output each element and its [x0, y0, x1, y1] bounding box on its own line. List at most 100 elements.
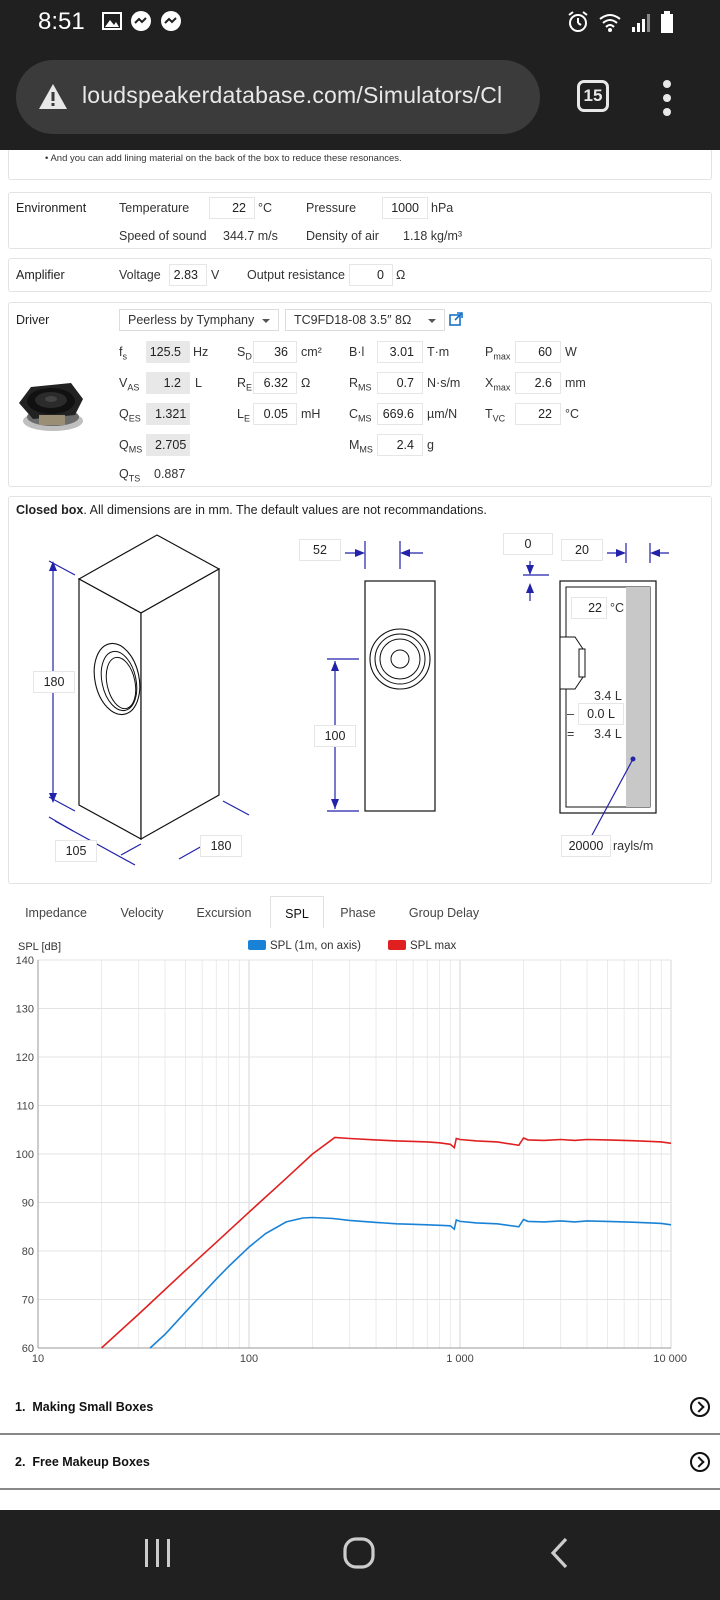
accordion-title-2: 2. Free Makeup Boxes — [15, 1455, 150, 1469]
wifi-icon — [599, 14, 621, 32]
y-tick-label: 80 — [22, 1246, 34, 1258]
temperature-unit: °C — [258, 201, 273, 215]
home-icon[interactable] — [342, 1536, 376, 1570]
note-text: And you can add lining material on the b… — [50, 153, 402, 164]
voltage-input[interactable]: 2.83 — [169, 264, 207, 286]
back-icon[interactable] — [548, 1536, 572, 1570]
tvc-unit: °C — [565, 407, 580, 421]
accordion-item-2[interactable]: 2. Free Makeup Boxes — [0, 1437, 720, 1490]
pressure-input[interactable]: 1000 — [382, 197, 428, 219]
depth-input[interactable]: 180 — [200, 835, 242, 857]
external-link-icon[interactable] — [449, 312, 463, 326]
flow-resistivity-unit: rayls/m — [613, 839, 654, 853]
model-select-value: TC9FD18-08 3.5″ 8Ω — [294, 313, 412, 327]
le-label: LE — [237, 407, 250, 424]
tab-excursion[interactable]: Excursion — [196, 906, 252, 920]
driver-card: Driver Peerless by Tymphany TC9FD18-08 3… — [8, 302, 712, 487]
url-text: loudspeakerdatabase.com/Simulators/Cl — [82, 82, 503, 108]
volume-equals-sign: = — [567, 727, 575, 741]
brand-select[interactable]: Peerless by Tymphany — [119, 309, 279, 331]
bl-unit: T·m — [427, 345, 450, 359]
environment-heading: Environment — [16, 201, 87, 215]
status-bar: 8:51 — [0, 0, 720, 44]
browser-toolbar: loudspeakerdatabase.com/Simulators/Cl 15 — [0, 44, 720, 150]
rms-unit: N·s/m — [427, 376, 461, 390]
pressure-label: Pressure — [306, 201, 357, 215]
tab-impedance[interactable]: Impedance — [25, 906, 87, 920]
driver-heading: Driver — [16, 313, 50, 327]
recent-apps-icon[interactable] — [142, 1536, 174, 1570]
warning-icon — [39, 84, 67, 109]
tab-velocity[interactable]: Velocity — [120, 906, 164, 920]
bl-label: B·l — [349, 345, 365, 359]
bl-input[interactable]: 3.01 — [377, 341, 423, 363]
environment-card: Environment Temperature 22 °C Pressure 1… — [8, 192, 712, 249]
cms-input[interactable]: 669.6 — [377, 403, 423, 425]
output-resistance-input[interactable]: 0 — [349, 264, 393, 286]
vas-value: 1.2 — [146, 372, 190, 394]
re-label: RE — [237, 376, 253, 393]
accordion-title-1: 1. Making Small Boxes — [15, 1400, 154, 1414]
y-tick-label: 110 — [16, 1101, 34, 1113]
messenger-icon-2 — [161, 11, 181, 31]
vas-unit: L — [195, 376, 202, 390]
brand-select-value: Peerless by Tymphany — [128, 313, 255, 327]
accordion-item-1[interactable]: 1. Making Small Boxes — [0, 1382, 720, 1435]
vas-label: VAS — [119, 376, 140, 393]
y-tick-label: 100 — [16, 1149, 34, 1161]
android-nav-bar — [0, 1510, 720, 1600]
re-input[interactable]: 6.32 — [253, 372, 297, 394]
legend-label-2: SPL max — [410, 940, 456, 952]
page-content: • And you can add lining material on the… — [0, 150, 720, 1510]
legend-swatch-2 — [388, 940, 406, 950]
qts-value: 0.887 — [154, 467, 186, 481]
x-tick-label: 10 — [32, 1353, 44, 1365]
pmax-input[interactable]: 60 — [515, 341, 561, 363]
front-offset-input[interactable]: 52 — [299, 539, 341, 561]
y-tick-label: 120 — [16, 1052, 34, 1064]
browser-menu-button[interactable] — [662, 80, 672, 116]
chevron-right-icon-2[interactable] — [690, 1452, 710, 1472]
inner-temp-unit: °C — [610, 601, 625, 615]
displacement-volume[interactable]: 0.0 L — [578, 703, 624, 725]
fs-value: 125.5 — [146, 341, 190, 363]
y-tick-label: 70 — [22, 1295, 34, 1307]
temperature-label: Temperature — [119, 201, 190, 215]
gross-volume: 3.4 L — [594, 689, 622, 703]
height-input[interactable]: 180 — [33, 671, 75, 693]
sd-input[interactable]: 36 — [253, 341, 297, 363]
lining-input[interactable]: 20 — [561, 539, 603, 561]
flow-resistivity-input[interactable]: 20000 — [561, 835, 611, 857]
gallery-icon — [102, 12, 122, 30]
qts-label: QTS — [119, 467, 141, 484]
cms-label: CMS — [349, 407, 372, 424]
closed-box-card: Closed box. All dimensions are in mm. Th… — [8, 496, 712, 884]
x-tick-label: 100 — [240, 1353, 258, 1365]
address-bar[interactable]: loudspeakerdatabase.com/Simulators/Cl — [16, 60, 540, 134]
xmax-label: Xmax — [485, 376, 511, 393]
xmax-input[interactable]: 2.6 — [515, 372, 561, 394]
qes-value: 1.321 — [146, 403, 190, 425]
fs-label: fs — [119, 345, 127, 362]
box-diagram — [48, 534, 669, 866]
mms-input[interactable]: 2.4 — [377, 434, 423, 456]
driver-height-input[interactable]: 100 — [314, 725, 356, 747]
tab-group-delay[interactable]: Group Delay — [408, 906, 480, 920]
le-input[interactable]: 0.05 — [253, 403, 297, 425]
width-input[interactable]: 105 — [55, 840, 97, 862]
sd-unit: cm² — [301, 345, 322, 359]
inner-temp-input[interactable]: 22 — [571, 597, 607, 619]
chevron-right-icon[interactable] — [690, 1397, 710, 1417]
series-line-2 — [100, 1136, 672, 1349]
tab-phase[interactable]: Phase — [340, 906, 376, 920]
tab-switcher-button[interactable]: 15 — [577, 80, 609, 112]
tab-spl[interactable]: SPL — [270, 896, 324, 928]
temperature-input[interactable]: 22 — [209, 197, 255, 219]
system-icons — [566, 10, 674, 34]
rms-input[interactable]: 0.7 — [377, 372, 423, 394]
x-tick-label: 1 000 — [446, 1353, 474, 1365]
side-top-input[interactable]: 0 — [503, 533, 553, 555]
mms-label: MMS — [349, 438, 373, 455]
model-select[interactable]: TC9FD18-08 3.5″ 8Ω — [285, 309, 445, 331]
tvc-input[interactable]: 22 — [515, 403, 561, 425]
